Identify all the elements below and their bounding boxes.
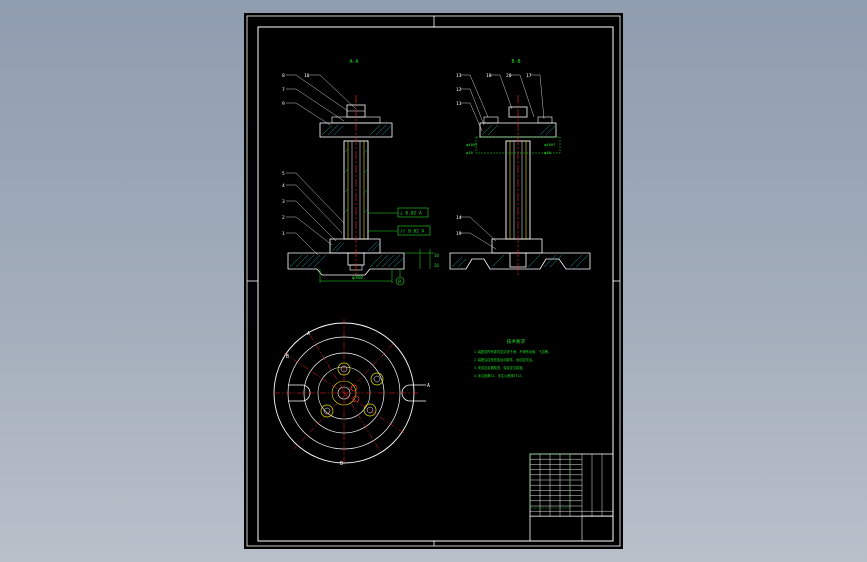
tolerance-frame-perpendicularity: ⊥ 0.02 A [368,207,429,218]
balloon-9: 9 [282,101,285,107]
title-block [529,453,614,542]
balloon-2: 2 [282,215,285,221]
technical-notes: 技术要求 1.装配前所有零件应清洗干净，不得有毛刺、飞边等。 2.装配后应检查各… [474,338,551,378]
balloon-11: 11 [456,101,462,107]
svg-text:B: B [398,279,401,285]
section-mark-4: B [340,461,343,467]
section-title-right: B-B [511,59,520,65]
balloon-13: 13 [456,73,462,79]
balloon-19: 19 [456,231,462,237]
drawing-canvas: A-A [246,15,621,547]
section-mark-2: A [427,383,430,389]
balloon-14: 14 [456,215,462,221]
lower-flange-right [491,238,543,254]
svg-text:// 0.02 A: // 0.02 A [400,229,425,235]
section-mark-3: B [286,354,289,360]
lower-flange-left [329,238,381,254]
balloon-3: 3 [282,199,285,205]
balloon-7: 7 [282,87,285,93]
balloon-4: 4 [282,183,285,189]
centering-marks [247,16,620,546]
outer-border [246,15,621,547]
note-line-3: 3.夹具应定期检查，保证定位精度。 [474,365,526,370]
section-mark-1: A [307,331,310,337]
note-line-4: 4.未注倒角C1，未注公差按IT12。 [474,373,524,378]
balloon-17: 17 [526,73,532,79]
note-line-2: 2.装配后应检查各运动部件，运动应灵活。 [474,357,535,362]
section-view-right: B-B [449,59,591,277]
section-view-left: A-A [282,59,439,286]
datum-marker: B [395,269,405,286]
balloon-10: 10 [304,73,310,79]
drawing-sheet: A-A [244,13,623,549]
dimension-base-diameter: φ160 [319,269,393,283]
base-plate-right [449,252,591,270]
svg-text:10: 10 [434,253,439,258]
tolerance-frame-parallelism: // 0.02 A [368,225,431,236]
plan-view: A A B B [273,319,430,467]
notes-title: 技术要求 [507,338,526,345]
section-title-left: A-A [349,59,358,65]
balloon-12: 12 [456,87,462,93]
svg-text:⊥ 0.02 A: ⊥ 0.02 A [400,211,422,217]
note-line-1: 1.装配前所有零件应清洗干净，不得有毛刺、飞边等。 [474,349,551,354]
base-plate-left [287,252,405,276]
balloon-5: 5 [282,171,285,177]
fit-label-4: φ30 [544,150,552,155]
fit-label-3: φ30 [466,150,474,155]
fit-label-1: φ40H7 [466,142,477,147]
balloon-18: 18 [486,73,492,79]
svg-text:φ160: φ160 [352,275,363,281]
fit-label-2: φ40H7 [544,142,555,147]
svg-text:26: 26 [434,263,439,268]
inner-frame [257,26,614,542]
balloon-20: 20 [506,73,512,79]
balloon-1: 1 [282,231,285,237]
balloon-8: 8 [282,73,285,79]
